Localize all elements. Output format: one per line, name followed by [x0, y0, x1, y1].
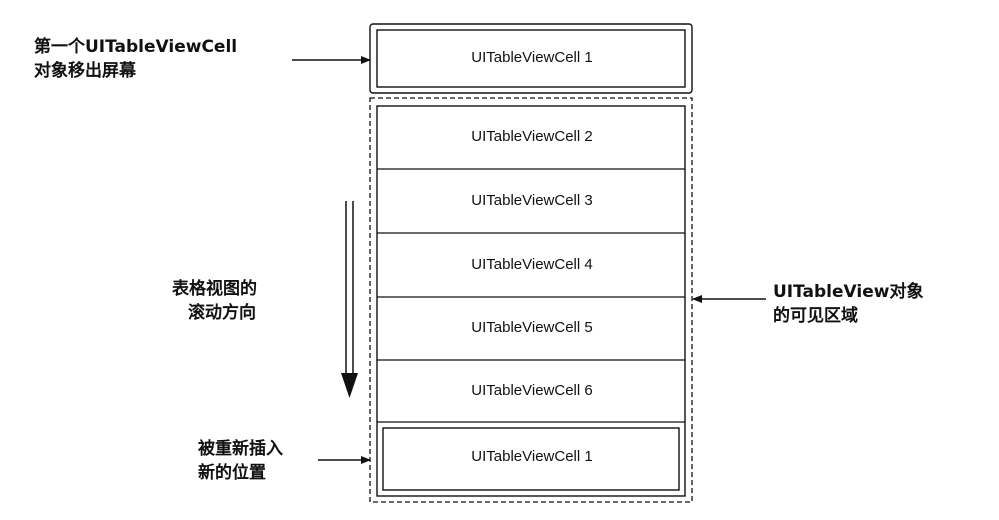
cell-label-reinserted: UITableViewCell 1 — [471, 448, 593, 465]
reinserted-cell-inner-box — [382, 427, 680, 491]
annotation-top-left: 第一个UITableViewCell 对象移出屏幕 — [34, 35, 237, 83]
annotation-right-line2: 的可见区域 — [773, 306, 858, 326]
annotation-top-left-line1: 第一个UITableViewCell — [34, 37, 238, 57]
annotation-scroll-direction: 表格视图的 滚动方向 — [172, 277, 257, 325]
annotation-scroll-direction-line1: 表格视图的 — [172, 279, 257, 299]
cell-label-visible-3: UITableViewCell 4 — [471, 256, 593, 273]
annotation-scroll-direction-line2: 滚动方向 — [188, 303, 256, 323]
annotation-right-line1: UITableView对象 — [773, 282, 924, 302]
annotation-bottom-left-line2: 新的位置 — [198, 463, 266, 483]
cell-label-visible-5: UITableViewCell 6 — [471, 382, 593, 399]
visible-region-outline — [369, 97, 693, 503]
cell-label-visible-4: UITableViewCell 5 — [471, 319, 593, 336]
annotation-bottom-left-line1: 被重新插入 — [198, 439, 283, 459]
annotation-bottom-left: 被重新插入 新的位置 — [198, 437, 283, 485]
cell-label-visible-1: UITableViewCell 2 — [471, 128, 593, 145]
scroll-direction-arrow — [341, 201, 358, 398]
row-separators — [377, 168, 685, 423]
cell-label-visible-2: UITableViewCell 3 — [471, 192, 593, 209]
annotation-top-left-line2: 对象移出屏幕 — [34, 61, 136, 81]
cell-label-top-out: UITableViewCell 1 — [471, 49, 593, 66]
table-view-box — [376, 105, 686, 497]
annotation-right: UITableView对象 的可见区域 — [773, 280, 923, 328]
